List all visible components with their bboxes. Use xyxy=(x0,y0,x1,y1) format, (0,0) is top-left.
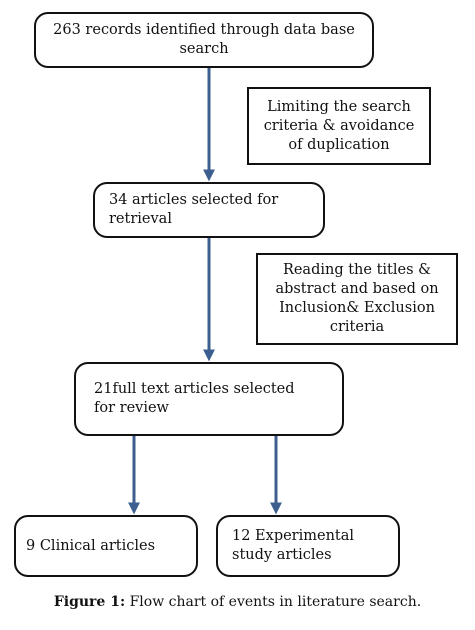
full-text-articles-text: 21full text articles selected for review xyxy=(94,381,295,416)
articles-selected-text: 34 articles selected for retrieval xyxy=(109,192,279,227)
full-text-articles-box: 21full text articles selected for review xyxy=(74,362,344,436)
experimental-articles-box: 12 Experimental study articles xyxy=(216,515,400,577)
records-identified-box: 263 records identified through data base… xyxy=(34,12,374,68)
figure-caption: Figure 1: Flow chart of events in litera… xyxy=(0,594,475,610)
inclusion-exclusion-text: Reading the titles & abstract and based … xyxy=(275,262,439,335)
clinical-articles-text: 9 Clinical articles xyxy=(26,537,156,554)
articles-selected-box: 34 articles selected for retrieval xyxy=(93,182,325,238)
search-criteria-text: Limiting the search criteria & avoidance… xyxy=(263,98,415,153)
figure-caption-text: Flow chart of events in literature searc… xyxy=(129,594,422,610)
clinical-articles-box: 9 Clinical articles xyxy=(14,515,198,577)
inclusion-exclusion-box: Reading the titles & abstract and based … xyxy=(256,253,458,345)
records-identified-text: 263 records identified through data base… xyxy=(53,22,355,57)
experimental-articles-text: 12 Experimental study articles xyxy=(232,528,355,563)
figure-caption-label: Figure 1: xyxy=(53,594,126,610)
search-criteria-box: Limiting the search criteria & avoidance… xyxy=(247,87,431,165)
